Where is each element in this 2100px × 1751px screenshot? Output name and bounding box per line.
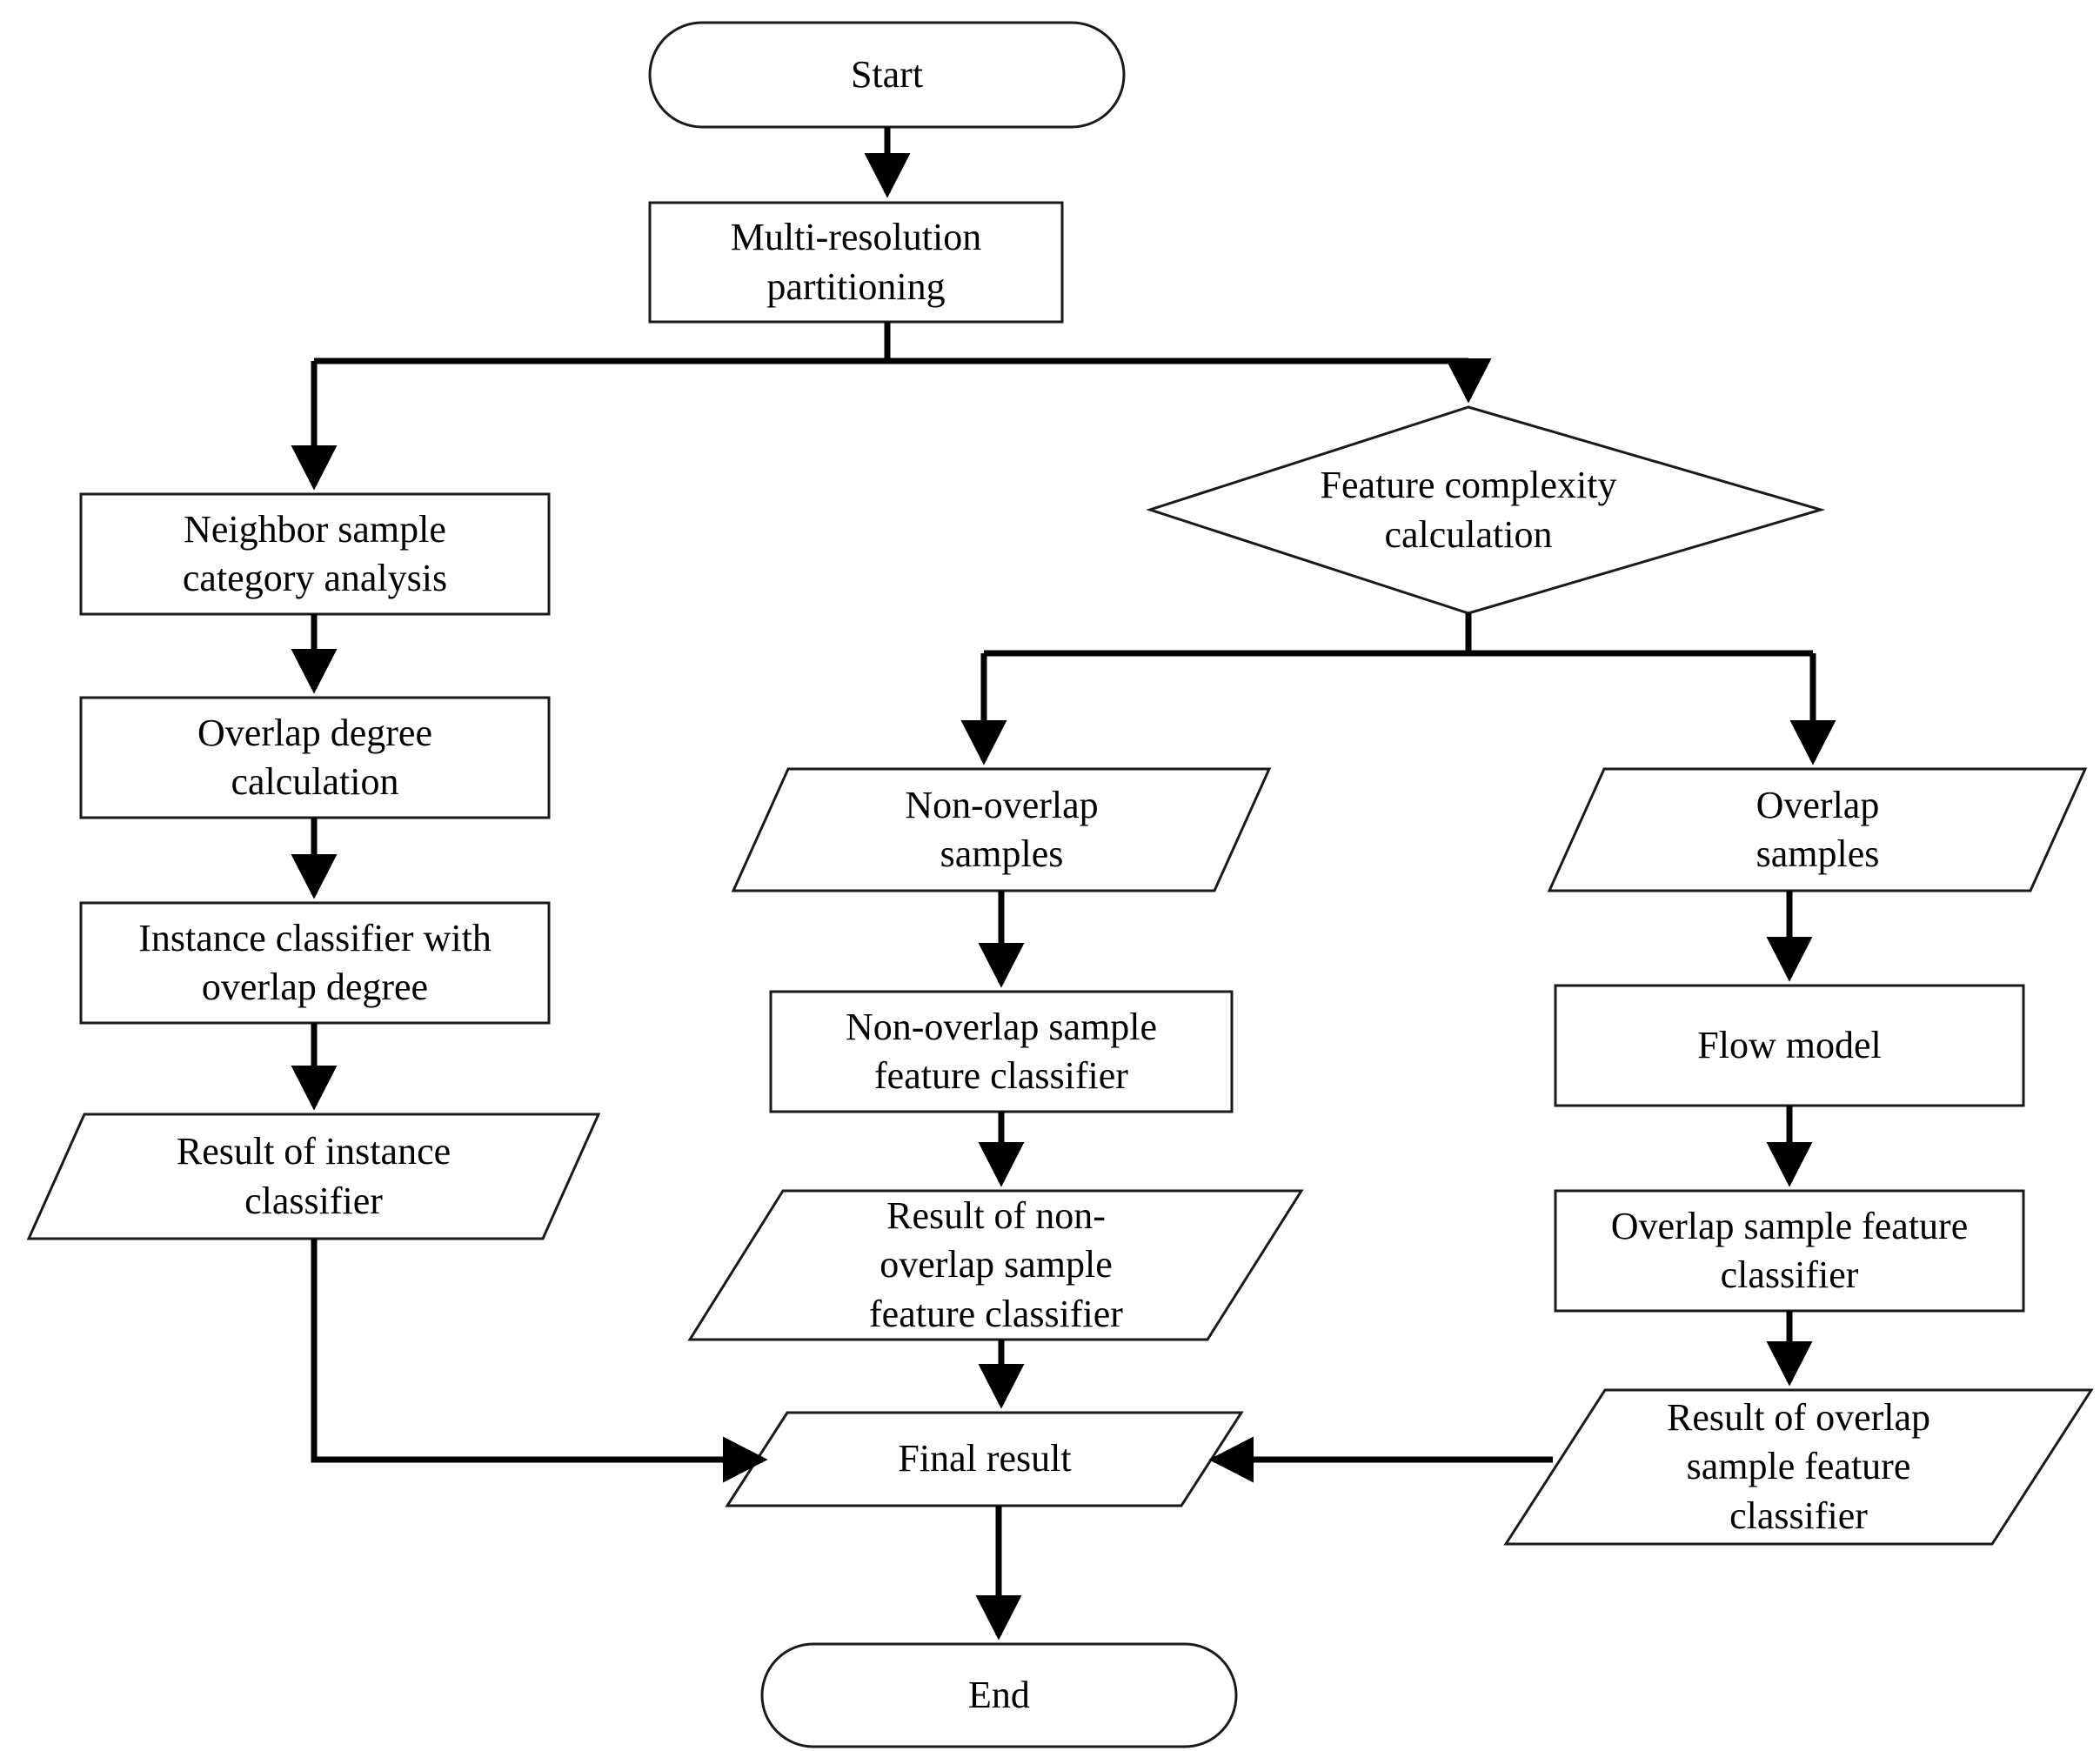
shape-instance-classifier-with-overlap-degree[interactable]	[79, 901, 551, 1025]
shape-overlap-samples[interactable]	[1547, 767, 2088, 892]
shape-non-overlap-samples[interactable]	[731, 767, 1272, 892]
shape-neighbor-sample-category-analysis[interactable]	[79, 492, 551, 616]
shape-non-overlap-sample-feature-classifier[interactable]	[769, 990, 1234, 1113]
shape-result-of-instance-classifier[interactable]	[26, 1113, 601, 1240]
shape-overlap-sample-feature-classifier[interactable]	[1554, 1189, 2025, 1313]
shape-overlap-degree-calculation[interactable]	[79, 696, 551, 819]
shape-final-result[interactable]	[725, 1411, 1244, 1507]
shape-result-of-non-overlap-sample-feature-classifier[interactable]	[687, 1189, 1304, 1341]
shape-result-of-overlap-sample-feature-classifier[interactable]	[1503, 1388, 2094, 1546]
shape-feature-complexity-calculation[interactable]	[1146, 405, 1826, 615]
shape-multi-resolution-partitioning[interactable]	[648, 201, 1064, 324]
shape-end[interactable]	[760, 1642, 1238, 1748]
shape-start[interactable]	[648, 21, 1126, 129]
shape-flow-model[interactable]	[1554, 984, 2025, 1107]
edge-result-instance-to-final-result	[311, 1239, 768, 1483]
